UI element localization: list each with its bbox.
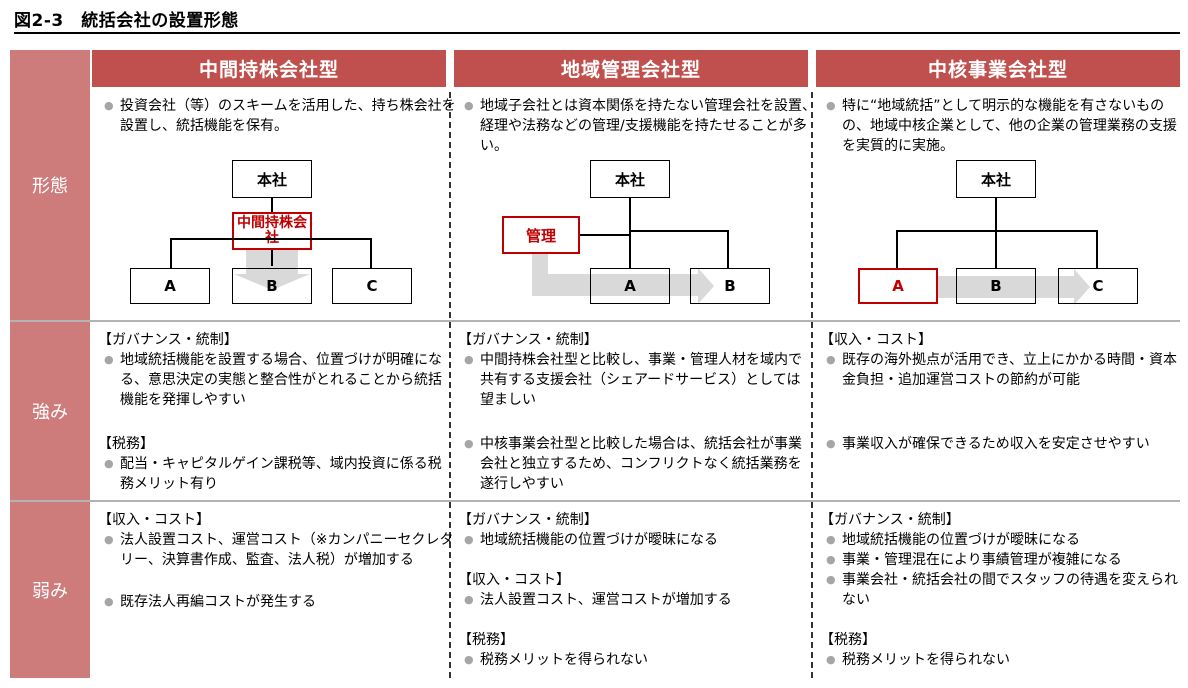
row-label-form: 形態 [10,50,90,320]
diagram3-company-c: C [1058,268,1138,304]
diagram3-arrow-head [1074,269,1090,305]
diagram-company-c: C [332,268,412,304]
strength-c1-bullet-2: 配当・キャピタルゲイン課税等、域内投資に係る税務メリット有り [104,454,454,494]
diagram2-hq-box: 本社 [590,160,670,198]
row-separator-2 [10,500,1180,502]
weakness-c1-bullet-2: 既存法人再編コストが発生する [104,592,454,612]
column-header-core-business: 中核事業会社型 [816,50,1180,87]
weakness-c1-heading-1: 【収入・コスト】 [98,512,210,528]
diagram-company-a: A [130,268,210,304]
strength-c1-bullet-1: 地域統括機能を設置する場合、位置づけが明確になる、意思決定の実態と整合性がとれる… [104,350,454,410]
strength-c1-heading-1: 【ガバナンス・統制】 [98,332,238,348]
weakness-c3-bullet-3: 事業会社・統括会社の間でスタッフの待遇を変えられない [826,570,1182,610]
row-label-weakness: 弱み [10,502,90,678]
weakness-c3-bullet-1: 地域統括機能の位置づけが曖昧になる [826,530,1188,550]
diagram-company-b: B [232,268,312,304]
strength-c1-heading-2: 【税務】 [98,436,154,452]
weakness-c3-bullet-2: 事業・管理混在により事績管理が複雑になる [826,550,1188,570]
row-label-strength: 強み [10,322,90,500]
weakness-c1-bullet-1: 法人設置コスト、運営コスト（※カンパニーセクレタリー、決算書作成、監査、法人税）… [104,530,454,570]
diagram-arrow-down-head [234,274,310,290]
column-header-holding: 中間持株会社型 [92,50,446,87]
strength-c3-heading-1: 【収入・コスト】 [820,332,932,348]
row-separator-1 [10,320,1180,322]
diagram-hq-box: 本社 [232,160,312,198]
diagram2-arrow-head [698,268,714,304]
form-desc-regional: 地域子会社とは資本関係を持たない管理会社を設置、経理や法務などの管理/支援機能を… [464,96,820,156]
diagram3-company-a: A [858,268,938,304]
weakness-c2-bullet-3: 税務メリットを得られない [464,650,814,670]
weakness-c2-bullet-1: 地域統括機能の位置づけが曖昧になる [464,530,814,550]
diagram2-mgmt-box: 管理 [502,216,580,254]
weakness-c3-bullet-4: 税務メリットを得られない [826,650,1182,670]
weakness-c3-heading-1: 【ガバナンス・統制】 [820,512,960,528]
strength-c2-bullet-1: 中間持株会社型と比較し、事業・管理人材を域内で共有する支援会社（シェアードサービ… [464,350,814,410]
diagram3-arrow [930,276,1074,298]
form-desc-holding: 投資会社（等）のスキームを活用した、持ち株会社を設置し、統括機能を保有。 [104,96,460,136]
weakness-c2-heading-3: 【税務】 [458,632,514,648]
weakness-c3-heading-2: 【税務】 [820,632,876,648]
diagram2-company-b: B [690,268,770,304]
form-desc-core: 特に“地域統括”として明示的な機能を有さないものの、地域中核企業として、他の企業… [826,96,1182,156]
weakness-c2-heading-2: 【収入・コスト】 [458,572,570,588]
strength-c3-bullet-1: 既存の海外拠点が活用でき、立上にかかる時間・資本金負担・追加運営コストの節約が可… [826,350,1182,390]
diagram-holding-box: 中間持株会社 [232,212,312,250]
diagram3-hq-box: 本社 [956,160,1036,198]
strength-c2-heading-1: 【ガバナンス・統制】 [458,332,598,348]
diagram2-company-a: A [590,268,670,304]
column-header-regional-management: 地域管理会社型 [454,50,808,87]
weakness-c2-heading-1: 【ガバナンス・統制】 [458,512,598,528]
strength-c2-bullet-2: 中核事業会社型と比較した場合は、統括会社が事業会社と独立するため、コンフリクトな… [464,434,814,494]
title-underline [14,32,1180,34]
strength-c3-bullet-2: 事業収入が確保できるため収入を安定させやすい [826,434,1182,454]
diagram3-company-b: B [956,268,1036,304]
weakness-c2-bullet-2: 法人設置コスト、運営コストが増加する [464,590,814,610]
figure-title: 図2-3 統括会社の設置形態 [14,11,239,31]
